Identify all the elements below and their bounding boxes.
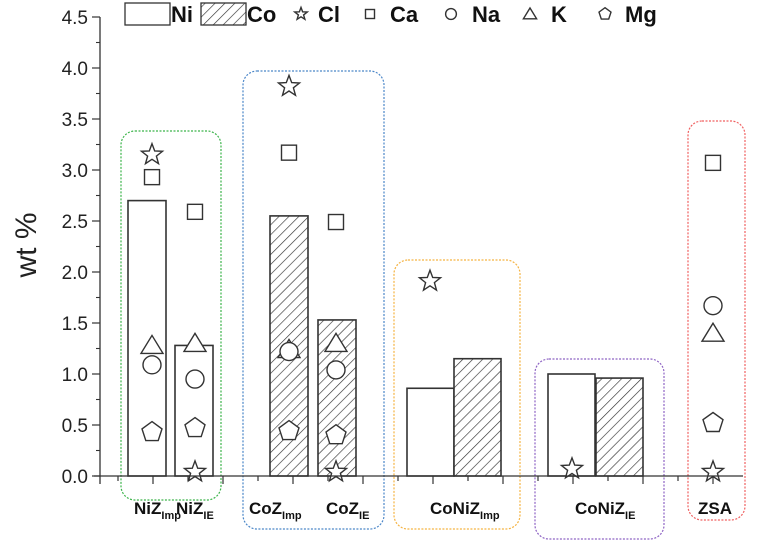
legend-label: Ni	[171, 2, 193, 27]
marker-k	[182, 332, 208, 353]
category-label-sub: IE	[203, 510, 213, 522]
y-tick-label: 2.0	[62, 263, 88, 284]
marker-k	[139, 334, 165, 355]
category-label-main: NiZ	[176, 499, 203, 518]
y-tick-label: 3.0	[62, 161, 88, 182]
category-label-sub: IE	[359, 510, 369, 522]
legend-label: Co	[247, 2, 276, 27]
legend-label: Cl	[318, 2, 340, 27]
category-label-main: ZSA	[698, 499, 732, 518]
marker-ca	[280, 144, 298, 161]
legend-swatch-ni	[124, 2, 171, 26]
category-label-sub: Imp	[282, 510, 302, 522]
category-label: CoZImp	[249, 499, 302, 522]
marker-na	[185, 369, 205, 389]
marker-ca	[327, 213, 345, 231]
category-label-sub: Imp	[161, 510, 181, 522]
group-box-niz-imp	[120, 130, 222, 501]
group-box-zsa	[687, 120, 746, 521]
marker-cl	[559, 455, 585, 480]
legend-label: Ca	[390, 2, 419, 27]
y-tick-label: 3.5	[62, 110, 88, 131]
marker-na	[142, 355, 162, 375]
legend: Ni Co Cl Ca Na K Mg	[124, 2, 657, 27]
bar-co	[453, 357, 502, 477]
marker-na	[279, 341, 299, 362]
marker-mg	[141, 420, 163, 442]
marker-cl	[139, 141, 165, 166]
marker-ca	[186, 203, 204, 221]
category-label-main: CoZ	[326, 499, 359, 518]
legend-label: Na	[472, 2, 501, 27]
marker-mg	[325, 423, 347, 445]
y-tick-label: 1.5	[62, 314, 88, 335]
marker-mg	[598, 6, 612, 20]
axes: 0.0 0.5 1.0 1.5 2.0 2.5 3.0 3.5 4.0 4.5	[62, 8, 743, 488]
category-label-main: CoNiZ	[430, 499, 480, 518]
category-label-sub: Imp	[480, 510, 500, 522]
marker-k	[323, 332, 349, 353]
marker-ca	[704, 154, 722, 172]
marker-mg	[184, 416, 206, 438]
marker-cl	[292, 5, 310, 21]
category-label: NiZImp	[134, 499, 181, 522]
marker-mg	[702, 411, 724, 433]
y-axis-label: wt %	[10, 212, 43, 278]
group-box-coniz-imp	[393, 259, 521, 530]
marker-k	[522, 6, 538, 20]
marker-cl	[276, 73, 302, 97]
legend-swatch-co	[200, 2, 247, 26]
category-label: CoNiZImp	[430, 499, 500, 522]
bar-ni	[406, 387, 455, 477]
y-tick-label: 0.5	[62, 416, 88, 437]
category-label: CoZIE	[326, 499, 369, 522]
group-box-coniz-ie	[534, 358, 665, 540]
group-boxes	[120, 70, 746, 540]
y-tick-label: 0.0	[62, 467, 88, 488]
category-label-sub: IE	[625, 510, 635, 522]
y-tick-label: 4.0	[62, 59, 88, 80]
marker-mg	[278, 419, 300, 441]
marker-na	[703, 295, 723, 316]
bar-co	[595, 377, 644, 477]
category-label: ZSA	[698, 499, 732, 518]
category-label-main: NiZ	[134, 499, 161, 518]
legend-label: Mg	[625, 2, 657, 27]
bar-ni	[174, 344, 214, 477]
marker-ca	[364, 8, 376, 20]
marker-k	[700, 321, 726, 342]
marker-na	[326, 360, 346, 380]
marker-cl	[417, 268, 443, 292]
category-label: CoNiZIE	[575, 499, 635, 522]
y-tick-label: 1.0	[62, 365, 88, 386]
marker-na	[444, 7, 458, 21]
group-box-coz-imp	[242, 70, 385, 530]
legend-label: K	[551, 2, 567, 27]
bars	[127, 199, 644, 477]
category-label: NiZIE	[176, 499, 214, 522]
category-label-main: CoNiZ	[575, 499, 625, 518]
category-label-main: CoZ	[249, 499, 282, 518]
marker-ca	[143, 168, 161, 186]
y-tick-label: 4.5	[62, 8, 88, 29]
y-tick-label: 2.5	[62, 212, 88, 233]
